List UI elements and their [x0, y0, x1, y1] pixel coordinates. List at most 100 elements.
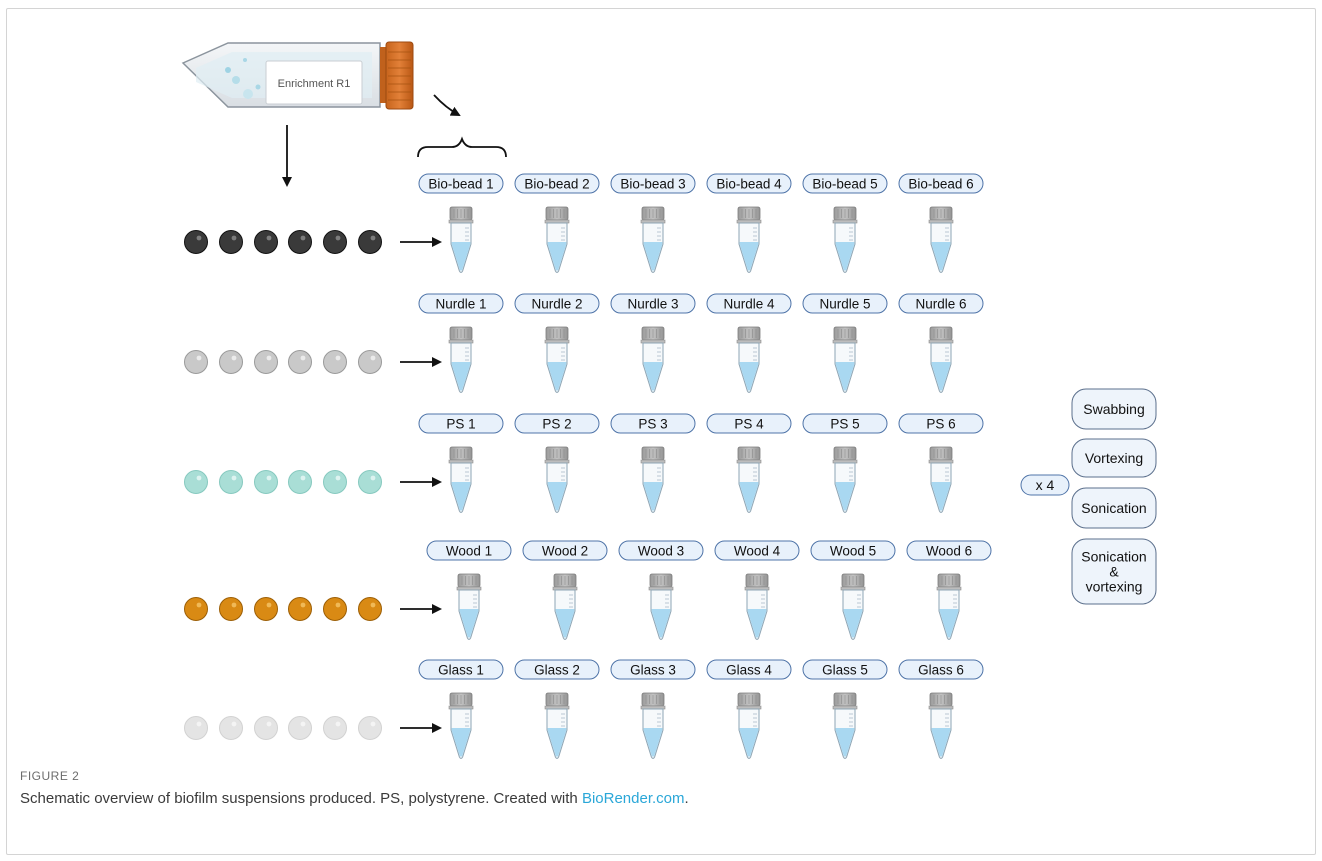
tube-liquid: [739, 728, 759, 757]
microtube: [640, 446, 666, 513]
caption-end: .: [684, 790, 689, 807]
figure-caption: Schematic overview of biofilm suspension…: [20, 790, 689, 807]
sample-label-pill: [418, 659, 504, 680]
microtube: [544, 326, 570, 393]
bead: [219, 716, 243, 740]
tube-liquid: [451, 362, 471, 391]
bead-highlight: [370, 602, 376, 608]
sample-label-text: Glass 5: [822, 663, 868, 678]
sample-label-pill: [706, 293, 792, 314]
bead-highlight: [300, 602, 306, 608]
bead-highlight: [231, 475, 237, 481]
sample-label: Glass 2: [514, 659, 600, 680]
tube-liquid: [835, 482, 855, 511]
method-box-bg: [1071, 538, 1157, 605]
sample-label-pill: [418, 413, 504, 434]
microtube: [928, 692, 954, 759]
bead-highlight: [266, 602, 272, 608]
bead-highlight: [196, 235, 202, 241]
bead-highlight: [196, 475, 202, 481]
tube-liquid: [939, 609, 959, 638]
tube-liquid: [931, 482, 951, 511]
bead: [184, 716, 208, 740]
microtube: [928, 326, 954, 393]
sample-label: Bio-bead 4: [706, 173, 792, 194]
method-box-bg: [1071, 487, 1157, 529]
sample-label-pill: [522, 540, 608, 561]
bead-highlight: [266, 475, 272, 481]
sample-label-pill: [898, 173, 984, 194]
sample-label: Bio-bead 1: [418, 173, 504, 194]
sample-label: Bio-bead 6: [898, 173, 984, 194]
bead: [219, 230, 243, 254]
bead: [323, 597, 347, 621]
microtube: [736, 446, 762, 513]
sample-label: PS 2: [514, 413, 600, 434]
bead: [323, 470, 347, 494]
bead-highlight: [335, 355, 341, 361]
sample-label: Nurdle 1: [418, 293, 504, 314]
bead-highlight: [196, 602, 202, 608]
sample-label-text: Bio-bead 6: [908, 177, 973, 192]
bead-highlight: [370, 721, 376, 727]
tube-liquid: [643, 242, 663, 271]
microtube: [544, 692, 570, 759]
sample-label-text: Glass 6: [918, 663, 964, 678]
sample-label-text: Nurdle 5: [819, 297, 870, 312]
sample-label-text: Nurdle 1: [435, 297, 486, 312]
tube-liquid: [931, 728, 951, 757]
culture-flask: Enrichment R1: [181, 41, 414, 110]
tube-liquid: [643, 482, 663, 511]
bead-highlight: [300, 355, 306, 361]
sample-label: Glass 5: [802, 659, 888, 680]
group-brace: [417, 136, 507, 158]
sample-label: Wood 2: [522, 540, 608, 561]
sample-label-text: PS 5: [830, 417, 859, 432]
sample-label-pill: [898, 293, 984, 314]
sample-label-text: Wood 3: [638, 544, 684, 559]
bead-highlight: [231, 235, 237, 241]
bead: [254, 230, 278, 254]
bead: [288, 597, 312, 621]
microtube: [928, 446, 954, 513]
tube-liquid: [739, 482, 759, 511]
bead: [184, 350, 208, 374]
bead: [254, 350, 278, 374]
microtube: [448, 446, 474, 513]
bead: [184, 470, 208, 494]
microtube: [456, 573, 482, 640]
sample-label-pill: [426, 540, 512, 561]
tube-liquid: [651, 609, 671, 638]
bead: [254, 716, 278, 740]
bead: [323, 230, 347, 254]
sample-label-pill: [618, 540, 704, 561]
sample-label-pill: [514, 173, 600, 194]
bead: [288, 470, 312, 494]
bead: [358, 716, 382, 740]
sample-label-text: Glass 4: [726, 663, 772, 678]
biorender-link[interactable]: BioRender.com: [581, 790, 685, 807]
bead: [288, 716, 312, 740]
microtube: [544, 206, 570, 273]
sample-label: Bio-bead 3: [610, 173, 696, 194]
sample-label-text: Bio-bead 5: [812, 177, 877, 192]
sample-label-pill: [610, 659, 696, 680]
microtube: [640, 692, 666, 759]
flask-label: Enrichment R1: [278, 78, 351, 90]
microtube: [832, 326, 858, 393]
method-box-bg: [1071, 438, 1157, 478]
bead: [323, 350, 347, 374]
sample-label-pill: [810, 540, 896, 561]
figure-label: FIGURE 2: [20, 769, 80, 783]
microtube: [640, 326, 666, 393]
bead-highlight: [300, 721, 306, 727]
bead-highlight: [370, 355, 376, 361]
bead-highlight: [300, 475, 306, 481]
sample-label-text: Nurdle 2: [531, 297, 582, 312]
sample-label-pill: [802, 659, 888, 680]
